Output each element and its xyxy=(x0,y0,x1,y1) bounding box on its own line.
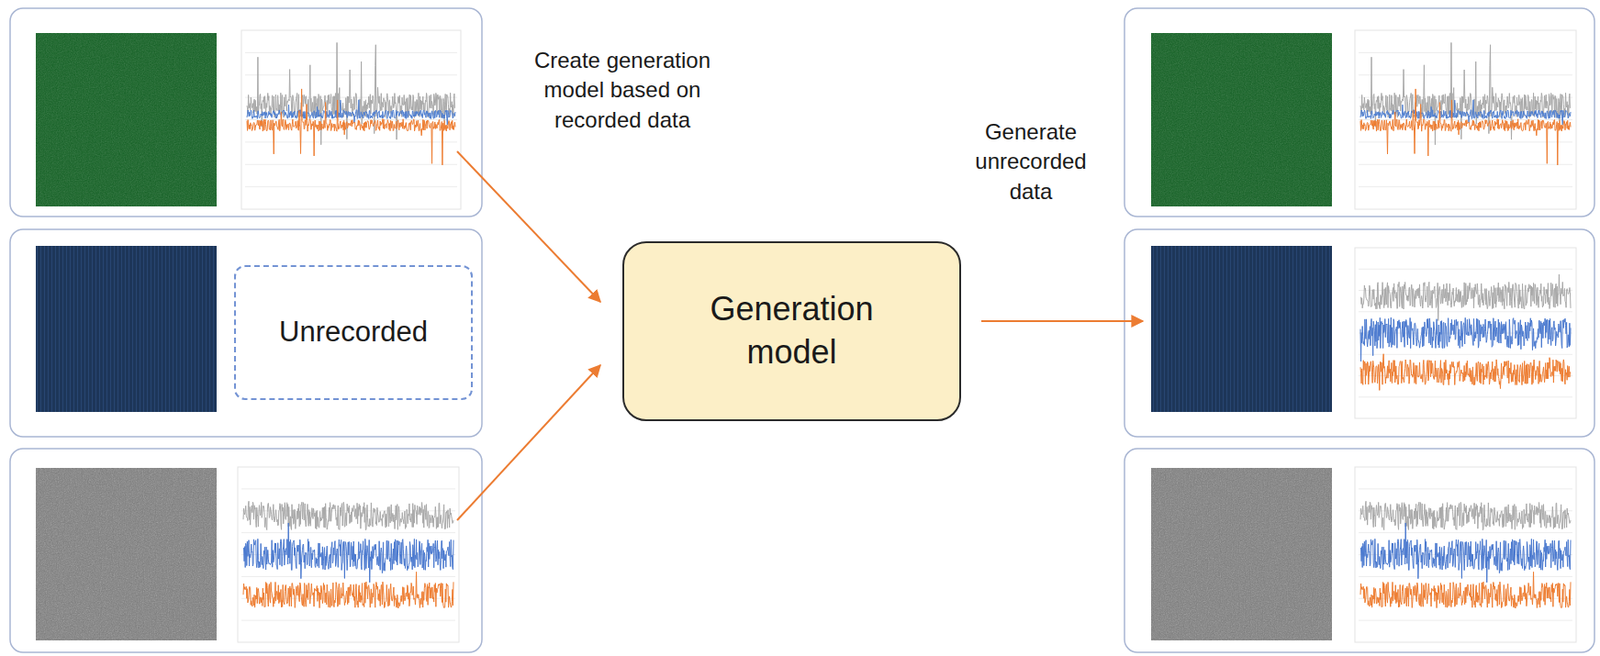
flow-arrow xyxy=(457,151,601,303)
signal-trace xyxy=(1360,571,1571,609)
chart-grid xyxy=(1358,311,1573,313)
signal-chart xyxy=(237,467,459,643)
signal-trace xyxy=(246,89,456,166)
chart-frame xyxy=(241,30,461,210)
chart-grid xyxy=(245,186,458,188)
chart-grid xyxy=(1358,488,1573,490)
chart-frame xyxy=(1354,467,1577,643)
chart-grid xyxy=(245,97,458,99)
chart-grid xyxy=(241,532,456,534)
signal-trace xyxy=(243,571,454,609)
chart-grid xyxy=(1358,576,1573,578)
texture-fill xyxy=(1151,468,1332,641)
chart-grid xyxy=(1358,354,1573,356)
chart-frame xyxy=(1354,247,1577,419)
texture-noise xyxy=(1151,33,1332,207)
signal-chart xyxy=(1354,30,1577,210)
chart-grid xyxy=(1358,532,1573,534)
unrecorded-box: Unrecorded xyxy=(234,265,473,401)
signal-trace xyxy=(243,523,454,583)
signal-trace xyxy=(1360,274,1571,321)
signal-trace xyxy=(1360,501,1571,530)
chart-grid xyxy=(1358,74,1573,76)
texture-noise xyxy=(35,33,217,207)
texture-image xyxy=(35,468,217,641)
signal-chart xyxy=(241,30,461,210)
chart-grid xyxy=(245,74,458,76)
annotation-text: Generate unrecorded data xyxy=(966,117,1096,207)
flow-arrow xyxy=(457,365,601,521)
texture-image xyxy=(35,33,217,207)
texture-fill xyxy=(35,246,217,413)
chart-grid xyxy=(245,52,458,54)
chart-grid xyxy=(241,620,456,622)
texture-fill xyxy=(1151,33,1332,207)
texture-image xyxy=(1151,33,1332,207)
chart-grid xyxy=(241,488,456,490)
model-box: Generation model xyxy=(622,241,962,422)
signal-chart xyxy=(1354,247,1577,419)
texture-image xyxy=(1151,468,1332,641)
chart-grid xyxy=(1358,268,1573,270)
sample-panel xyxy=(10,229,482,437)
chart-grid xyxy=(1358,52,1573,54)
chart-frame xyxy=(1354,30,1577,210)
signal-trace xyxy=(1360,89,1571,166)
sample-panel xyxy=(1124,229,1595,437)
chart-grid xyxy=(245,164,458,166)
texture-fill xyxy=(35,468,217,641)
annotation-text: Create generation model based on recorde… xyxy=(507,45,738,135)
chart-grid xyxy=(1358,141,1573,143)
flow-arrow xyxy=(981,320,1143,323)
texture-image xyxy=(1151,246,1332,413)
chart-grid xyxy=(1358,97,1573,99)
chart-grid xyxy=(1358,620,1573,622)
signal-trace xyxy=(243,501,454,530)
chart-grid xyxy=(245,141,458,143)
texture-noise xyxy=(1151,468,1332,641)
signal-trace xyxy=(1360,354,1571,392)
chart-grid xyxy=(241,576,456,578)
texture-tint xyxy=(35,33,217,207)
sample-panel xyxy=(1124,8,1595,217)
chart-frame xyxy=(237,467,459,643)
texture-fill xyxy=(35,33,217,207)
chart-grid xyxy=(1358,164,1573,166)
node-text: Generation model xyxy=(691,288,894,375)
texture-image xyxy=(35,246,217,413)
signal-chart xyxy=(1354,467,1577,643)
sample-panel xyxy=(1124,448,1595,653)
chart-grid xyxy=(1358,396,1573,398)
sample-panel xyxy=(10,8,482,217)
chart-grid xyxy=(1358,119,1573,121)
signal-trace xyxy=(1360,317,1571,362)
chart-grid xyxy=(1358,186,1573,188)
sample-panel xyxy=(10,448,482,653)
texture-noise xyxy=(35,468,217,641)
chart-grid xyxy=(245,119,458,121)
signal-trace xyxy=(1360,523,1571,583)
texture-tint xyxy=(1151,33,1332,207)
node-text: Unrecorded xyxy=(279,313,428,351)
texture-fill xyxy=(1151,246,1332,413)
